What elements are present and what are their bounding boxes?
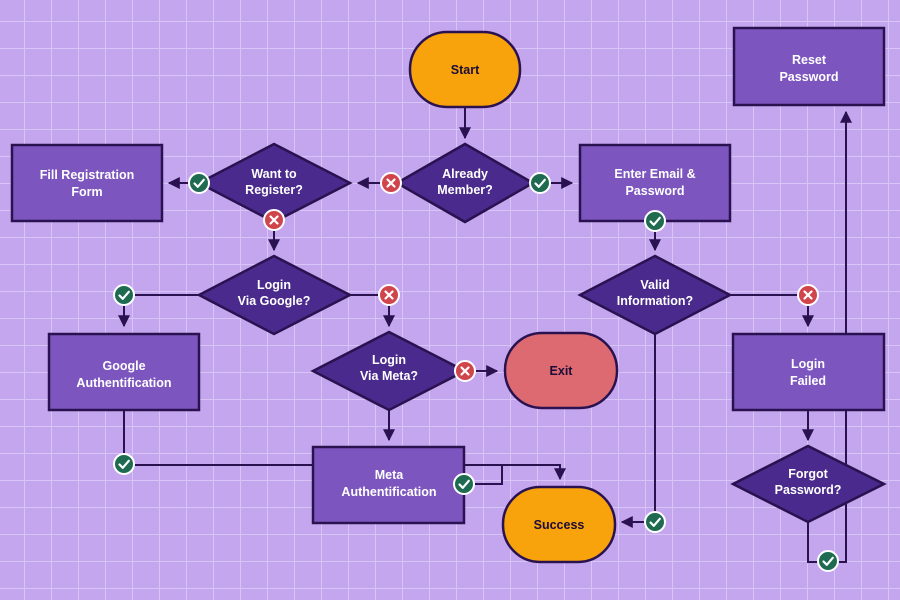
edge-valid-yes xyxy=(620,334,656,528)
google-auth-label-1: Google xyxy=(102,359,145,373)
edge-valid-no xyxy=(730,294,814,328)
login-failed-label-2: Failed xyxy=(790,374,826,388)
node-meta-authentification[interactable]: Meta Authentification xyxy=(311,445,466,525)
node-exit[interactable]: Exit xyxy=(503,331,619,410)
valid-information-label-1: Valid xyxy=(640,278,669,292)
check-icon xyxy=(453,473,475,495)
edge-meta-auth-loop xyxy=(464,465,503,485)
exit-label: Exit xyxy=(550,364,574,378)
node-start[interactable]: Start xyxy=(408,30,522,109)
cross-icon xyxy=(380,172,402,194)
edge-google-auth-to-meta xyxy=(123,410,313,466)
badges xyxy=(113,172,839,572)
check-icon xyxy=(817,550,839,572)
login-via-google-label-2: Via Google? xyxy=(238,294,311,308)
node-fill-registration-form[interactable]: Fill Registration Form xyxy=(10,143,164,223)
node-login-via-meta[interactable]: Login Via Meta? xyxy=(310,330,468,412)
success-label: Success xyxy=(534,518,585,532)
fill-registration-label-2: Form xyxy=(71,185,102,199)
cross-icon xyxy=(263,209,285,231)
node-success[interactable]: Success xyxy=(501,485,617,564)
want-to-register-label-2: Register? xyxy=(245,183,303,197)
node-login-via-google[interactable]: Login Via Google? xyxy=(196,254,353,336)
start-label: Start xyxy=(451,63,480,77)
meta-auth-label-1: Meta xyxy=(375,468,405,482)
login-via-meta-label-1: Login xyxy=(372,353,406,367)
node-valid-information[interactable]: Valid Information? xyxy=(577,254,733,336)
check-icon xyxy=(113,284,135,306)
valid-information-label-2: Information? xyxy=(617,294,693,308)
already-member-label-2: Member? xyxy=(437,183,493,197)
node-reset-password[interactable]: Reset Password xyxy=(732,26,886,107)
login-failed-label-1: Login xyxy=(791,357,825,371)
login-via-meta-label-2: Via Meta? xyxy=(360,369,418,383)
already-member-label-1: Already xyxy=(442,167,488,181)
forgot-password-label-1: Forgot xyxy=(788,467,828,481)
edge-meta-auth-to-success xyxy=(464,464,566,481)
check-icon xyxy=(644,511,666,533)
node-already-member[interactable]: Already Member? xyxy=(394,142,536,224)
check-icon xyxy=(529,172,551,194)
google-auth-label-2: Authentification xyxy=(76,376,171,390)
cross-icon xyxy=(797,284,819,306)
check-icon xyxy=(188,172,210,194)
meta-auth-label-2: Authentification xyxy=(341,485,436,499)
cross-icon xyxy=(454,360,476,382)
reset-password-label-1: Reset xyxy=(792,53,827,67)
node-enter-email-password[interactable]: Enter Email & Password xyxy=(578,143,732,223)
enter-email-label-2: Password xyxy=(625,184,684,198)
check-icon xyxy=(113,453,135,475)
forgot-password-label-2: Password? xyxy=(775,483,842,497)
fill-registration-label-1: Fill Registration xyxy=(40,168,134,182)
node-forgot-password[interactable]: Forgot Password? xyxy=(730,444,887,524)
reset-password-label-2: Password xyxy=(779,70,838,84)
node-login-failed[interactable]: Login Failed xyxy=(731,332,886,412)
node-google-authentification[interactable]: Google Authentification xyxy=(47,332,201,412)
login-via-google-label-1: Login xyxy=(257,278,291,292)
enter-email-label-1: Enter Email & xyxy=(614,167,695,181)
check-icon xyxy=(644,210,666,232)
want-to-register-label-1: Want to xyxy=(251,167,297,181)
cross-icon xyxy=(378,284,400,306)
edge-google-yes xyxy=(118,294,199,328)
